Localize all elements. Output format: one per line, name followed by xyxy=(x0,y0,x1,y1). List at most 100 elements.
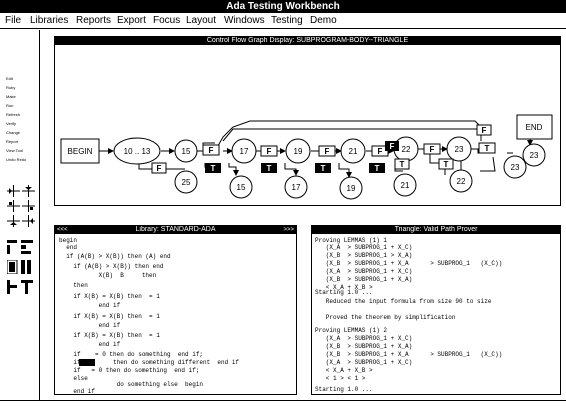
cfg-end-node[interactable]: END xyxy=(516,114,553,140)
cfg-node-19[interactable]: 19 xyxy=(285,138,311,164)
tool-make[interactable]: Make xyxy=(6,94,16,99)
cfg-node-23[interactable]: 23 xyxy=(446,136,472,162)
cfg-node-19-bottom[interactable]: 19 xyxy=(339,176,363,200)
prover-output-line: < X_A + X_B > xyxy=(315,367,373,374)
svg-text:25: 25 xyxy=(182,178,191,187)
cfg-begin-node[interactable]: BEGIN xyxy=(60,138,100,164)
align-middle-icon[interactable] xyxy=(7,215,20,227)
cfg-node-23-end[interactable]: 23 xyxy=(522,143,546,167)
tool-ruby[interactable]: Ruby xyxy=(6,85,16,90)
svg-text:F: F xyxy=(267,147,272,156)
svg-text:22: 22 xyxy=(402,145,411,154)
svg-text:T: T xyxy=(267,164,272,173)
svg-text:T: T xyxy=(375,164,380,173)
cfg-node-23-right[interactable]: 23 xyxy=(503,155,527,179)
menu-windows[interactable]: Windows xyxy=(224,15,265,26)
menu-testing[interactable]: Testing xyxy=(271,15,303,26)
align-right-icon[interactable] xyxy=(7,200,20,212)
tool-run[interactable]: Run xyxy=(6,103,14,108)
cfg-node-21[interactable]: 21 xyxy=(340,138,366,164)
tool-refresh[interactable]: Refresh xyxy=(6,112,21,117)
cfg-edge-label-f: F xyxy=(260,145,278,157)
prover-output-line: (X_A > SUBPROG_1 + X_C) xyxy=(315,268,413,275)
prover-output-line: Starting 1.0 ... xyxy=(315,289,373,296)
library-code-line: if X(B) = X(B) then = 1 xyxy=(59,313,160,320)
svg-text:T: T xyxy=(400,160,405,169)
prover-output-line: (X_B > SUBPROG_1 + X_A > SUBPROG_1 (X_C)… xyxy=(315,351,503,358)
cfg-edge-label-t: T xyxy=(438,158,454,170)
cfg-node-22-bottom[interactable]: 22 xyxy=(449,169,473,193)
path-prover-window[interactable]: Triangle: Valid Path Prover Proving LEMM… xyxy=(311,225,561,395)
prover-output-line: (X_A > SUBPROG_1 + X_C) xyxy=(315,359,413,366)
cfg-edge-label-t: T xyxy=(261,163,277,173)
status-divider xyxy=(0,400,566,401)
cfg-edge-label-f: F xyxy=(423,143,441,155)
prover-output-line: < X_A + X_B > xyxy=(315,284,373,291)
menu-layout[interactable]: Layout xyxy=(186,15,217,26)
selection-highlight xyxy=(79,359,95,366)
prover-output-line: (X_B > SUBPROG_1 + X_A) xyxy=(315,343,413,350)
tool-report[interactable]: Report xyxy=(6,139,19,144)
library-code-line: end xyxy=(59,244,78,251)
tool-edit[interactable]: Edit xyxy=(6,76,13,81)
svg-text:23: 23 xyxy=(455,145,464,154)
align-left-icon[interactable] xyxy=(7,185,20,197)
svg-text:T: T xyxy=(444,160,449,169)
align-bottom-icon[interactable] xyxy=(22,215,35,227)
cfg-edge-label-t: T xyxy=(369,163,385,173)
cfg-node-15[interactable]: 15 xyxy=(174,139,198,163)
library-code-line: do something else begin xyxy=(59,381,204,388)
tool-verify[interactable]: Verify xyxy=(6,121,17,126)
cfg-node-17[interactable]: 17 xyxy=(231,138,257,164)
prover-output-line: (X_B > SUBPROG_1 > X_A) xyxy=(315,252,413,259)
cfg-edge-label-t: T xyxy=(394,158,410,170)
menu-file[interactable]: File xyxy=(5,15,22,26)
library-code-line: if = 0 then do something end if; xyxy=(59,351,204,358)
prover-output-line: (X_B > SUBPROG_1 + X_A > SUBPROG_1 (X_C)… xyxy=(315,260,503,267)
menu-focus[interactable]: Focus xyxy=(153,15,181,26)
cfg-edge-label-f: F xyxy=(202,144,220,156)
menu-export[interactable]: Export xyxy=(117,15,146,26)
library-scroll-right-button[interactable]: >>> xyxy=(283,227,294,233)
tool-palette: Edit Ruby Make Run Refresh Verify Change… xyxy=(0,30,40,400)
library-code-line: if (A(B) > X(B)) then end xyxy=(59,263,164,270)
layout-tree-icon[interactable] xyxy=(7,280,33,294)
cfg-node-21-bottom[interactable]: 21 xyxy=(393,173,417,197)
layout-column-icon[interactable] xyxy=(7,260,33,274)
prover-output-line: Starting 1.0 ... xyxy=(315,386,373,393)
prover-output-line: Reduced the input formula from size 90 t… xyxy=(315,298,492,305)
tool-undo[interactable]: Undo Redo xyxy=(6,157,27,162)
library-code-line: end if xyxy=(59,302,121,309)
svg-text:19: 19 xyxy=(347,184,356,193)
svg-text:10 .. 13: 10 .. 13 xyxy=(124,147,151,156)
align-top-icon[interactable] xyxy=(22,200,35,212)
tool-change[interactable]: Change xyxy=(6,130,21,135)
library-window[interactable]: Library: STANDARD-ADA <<< >>> begin end … xyxy=(54,225,297,395)
cfg-node-17-bottom[interactable]: 17 xyxy=(284,175,308,199)
library-code-line: end if xyxy=(59,322,121,329)
library-scroll-left-button[interactable]: <<< xyxy=(57,227,68,233)
svg-text:F: F xyxy=(378,147,383,156)
prover-output-line: < 1 > < 1 > xyxy=(315,375,366,382)
app-title: Ada Testing Workbench xyxy=(226,1,340,12)
layout-grid-icon[interactable] xyxy=(7,240,33,254)
align-center-icon[interactable] xyxy=(22,185,35,197)
menu-reports[interactable]: Reports xyxy=(76,15,112,26)
control-flow-graph[interactable]: BEGIN END 10 .. 13 15 17 19 21 22 xyxy=(55,45,560,205)
cfg-edge-label-t: T xyxy=(478,142,496,154)
svg-text:F: F xyxy=(482,126,487,135)
library-code-line: end if xyxy=(59,341,121,348)
prover-output-line: Proving LEMMAS (1) 1 xyxy=(315,237,388,244)
library-code-line: else xyxy=(59,375,88,382)
prover-output-line: (X_A > SUBPROG_1 + X_C) xyxy=(315,244,413,251)
prover-output-line: Proving LEMMAS (1) 2 xyxy=(315,327,388,334)
library-code-line-selected[interactable]: if then do something different end if xyxy=(59,359,240,366)
svg-text:19: 19 xyxy=(294,147,303,156)
control-flow-graph-window[interactable]: Control Flow Graph Display: SUBPROGRAM-B… xyxy=(54,36,561,206)
cfg-node-15-bottom[interactable]: 15 xyxy=(229,175,253,199)
tool-view[interactable]: View Tool xyxy=(6,148,23,153)
cfg-node-25[interactable]: 25 xyxy=(174,170,198,194)
menu-demo[interactable]: Demo xyxy=(310,15,337,26)
cfg-range-node[interactable]: 10 .. 13 xyxy=(113,137,161,165)
menu-libraries[interactable]: Libraries xyxy=(30,15,69,26)
